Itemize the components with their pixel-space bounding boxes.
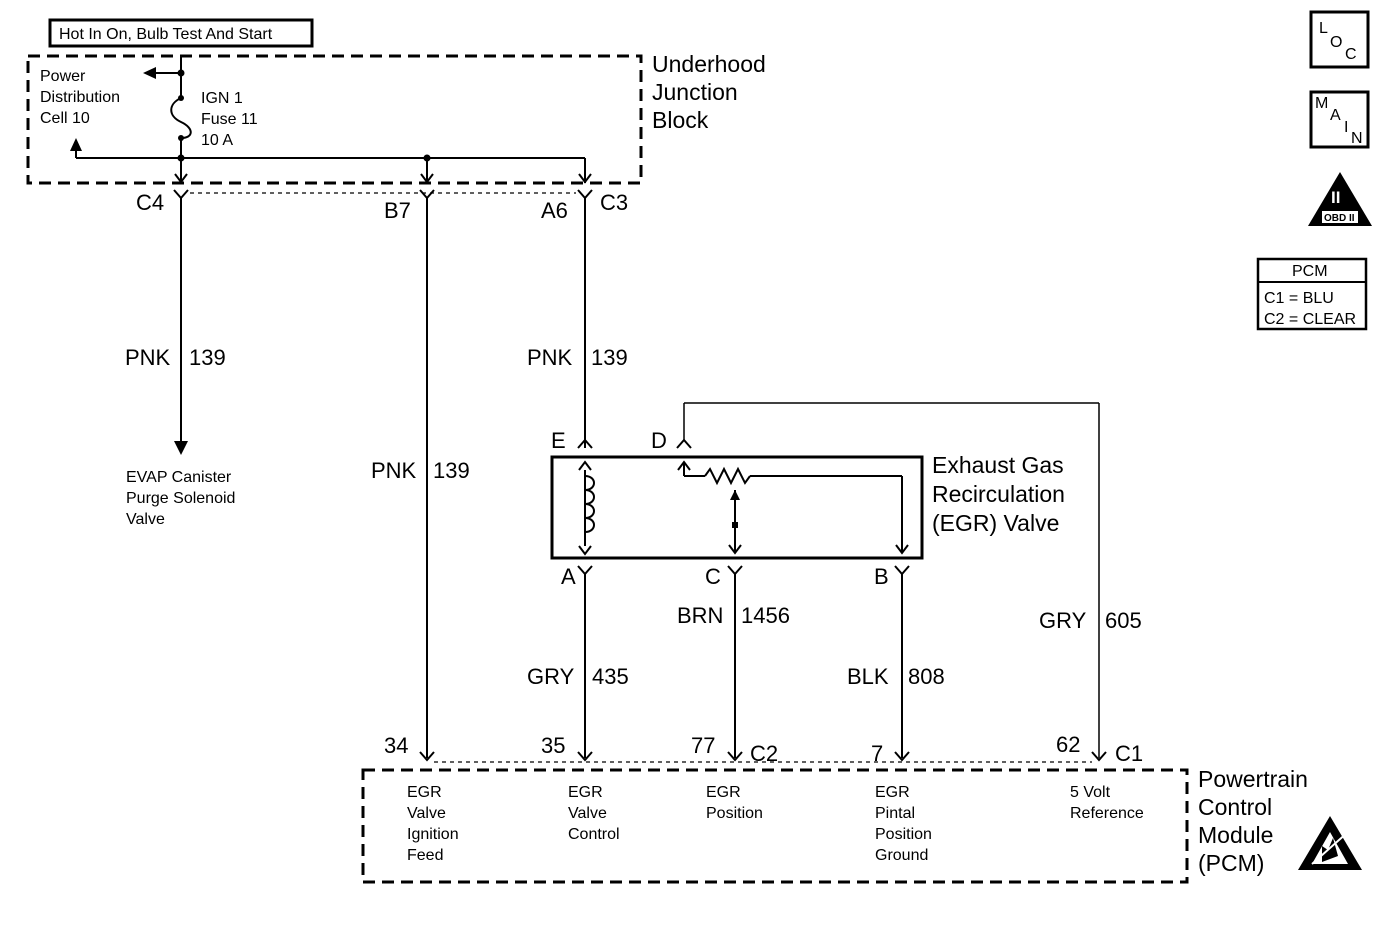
svg-text:I: I xyxy=(1344,119,1348,136)
pcm-legend-c2: C2 = CLEAR xyxy=(1264,311,1356,328)
egr-title-line1: Exhaust Gas xyxy=(932,452,1064,478)
wire6-circuit: 808 xyxy=(908,664,945,689)
evap-label-line2: Purge Solenoid xyxy=(126,490,235,507)
obd-ii-icon: II OBD II xyxy=(1308,172,1372,226)
pcm-pin-35: 35 xyxy=(541,733,565,758)
wiper-arrow-icon xyxy=(730,490,740,500)
power-condition-label: Hot In On, Bulb Test And Start xyxy=(59,26,273,43)
wire5-circuit: 1456 xyxy=(741,603,790,628)
connector-c4-label: C4 xyxy=(136,190,164,215)
power-dist-line3: Cell 10 xyxy=(40,110,90,127)
pcm-func1-line2: Valve xyxy=(407,805,446,822)
pcm-func5-line1: 5 Volt xyxy=(1070,784,1111,801)
power-dist-line2: Distribution xyxy=(40,89,120,106)
pcm-pin-7: 7 xyxy=(871,741,883,766)
egr-pin-d: D xyxy=(651,428,667,453)
pcm-func2-line3: Control xyxy=(568,826,620,843)
connector-b7-label: B7 xyxy=(384,198,411,223)
wire2-circuit: 139 xyxy=(433,458,470,483)
esd-sensitive-icon xyxy=(1298,816,1362,870)
bus-arrow-up-icon xyxy=(70,138,82,151)
pcm-pin-77: 77 xyxy=(691,733,715,758)
pcm-connector-c2: C2 xyxy=(750,741,778,766)
wire2-color: PNK xyxy=(371,458,417,483)
pcm-func1-line4: Feed xyxy=(407,847,443,864)
wire4-color: GRY xyxy=(527,664,575,689)
underhood-junction-block-outline xyxy=(26,54,643,185)
wire3-color: PNK xyxy=(527,345,573,370)
pcm-func3-line1: EGR xyxy=(706,784,741,801)
underhood-title-line2: Junction xyxy=(652,79,738,105)
pcm-func4-line4: Ground xyxy=(875,847,928,864)
wire7-circuit: 605 xyxy=(1105,608,1142,633)
loc-icon: L O C xyxy=(1309,10,1370,69)
wire1-circuit: 139 xyxy=(189,345,226,370)
pcm-pin-34: 34 xyxy=(384,733,408,758)
pcm-func2-line1: EGR xyxy=(568,784,603,801)
evap-arrow-icon xyxy=(174,441,188,455)
egr-pin-c: C xyxy=(705,564,721,589)
pcm-outline xyxy=(361,768,1189,884)
evap-label-line3: Valve xyxy=(126,511,165,528)
pcm-connector-c1: C1 xyxy=(1115,741,1143,766)
pcm-title-line2: Control xyxy=(1198,794,1272,820)
svg-text:A: A xyxy=(1330,107,1341,124)
pcm-func1-line3: Ignition xyxy=(407,826,459,843)
wire1-color: PNK xyxy=(125,345,171,370)
fuse-label-line2: Fuse 11 xyxy=(201,111,258,128)
wire3-circuit: 139 xyxy=(591,345,628,370)
evap-label-line1: EVAP Canister xyxy=(126,469,232,486)
power-dist-line1: Power xyxy=(40,68,86,85)
potentiometer-resistor-icon xyxy=(704,466,751,486)
fuse-icon xyxy=(170,97,192,139)
svg-text:O: O xyxy=(1330,34,1342,51)
pcm-legend-title: PCM xyxy=(1292,263,1328,280)
pcm-func1-line1: EGR xyxy=(407,784,442,801)
pcm-legend-c1: C1 = BLU xyxy=(1264,290,1334,307)
underhood-title-line1: Underhood xyxy=(652,51,766,77)
fuse-label-line3: 10 A xyxy=(201,132,233,149)
pcm-func5-line2: Reference xyxy=(1070,805,1144,822)
feed-arrow-icon xyxy=(143,67,156,79)
egr-pin-a: A xyxy=(561,564,576,589)
pcm-title-line1: Powertrain xyxy=(1198,766,1308,792)
wire7-color: GRY xyxy=(1039,608,1087,633)
pcm-pin-62: 62 xyxy=(1056,732,1080,757)
pcm-func3-line2: Position xyxy=(706,805,763,822)
power-condition-box xyxy=(48,18,314,48)
pcm-func4-line1: EGR xyxy=(875,784,910,801)
svg-text:M: M xyxy=(1315,95,1328,112)
egr-title-line3: (EGR) Valve xyxy=(932,510,1059,536)
pcm-title-line3: Module xyxy=(1198,822,1273,848)
connector-c3-label: C3 xyxy=(600,190,628,215)
egr-valve-box xyxy=(550,455,924,560)
egr-pin-b: B xyxy=(874,564,889,589)
solenoid-coil-icon xyxy=(584,475,595,533)
fuse-label-line1: IGN 1 xyxy=(201,90,243,107)
svg-text:II: II xyxy=(1331,188,1340,207)
svg-text:L: L xyxy=(1319,20,1328,37)
svg-text:C: C xyxy=(1345,46,1357,63)
wire6-color: BLK xyxy=(847,664,889,689)
wire5-color: BRN xyxy=(677,603,723,628)
main-icon: M A I N xyxy=(1309,90,1370,149)
underhood-title-line3: Block xyxy=(652,107,709,133)
svg-text:N: N xyxy=(1351,130,1363,147)
pcm-func4-line2: Pintal xyxy=(875,805,915,822)
pcm-title-line4: (PCM) xyxy=(1198,850,1264,876)
connector-a6-label: A6 xyxy=(541,198,568,223)
egr-pin-e: E xyxy=(551,428,566,453)
pcm-func4-line3: Position xyxy=(875,826,932,843)
egr-title-line2: Recirculation xyxy=(932,481,1065,507)
wire4-circuit: 435 xyxy=(592,664,629,689)
svg-text:OBD II: OBD II xyxy=(1324,213,1355,224)
pcm-func2-line2: Valve xyxy=(568,805,607,822)
pcm-connector-legend: PCM C1 = BLU C2 = CLEAR xyxy=(1256,257,1368,331)
